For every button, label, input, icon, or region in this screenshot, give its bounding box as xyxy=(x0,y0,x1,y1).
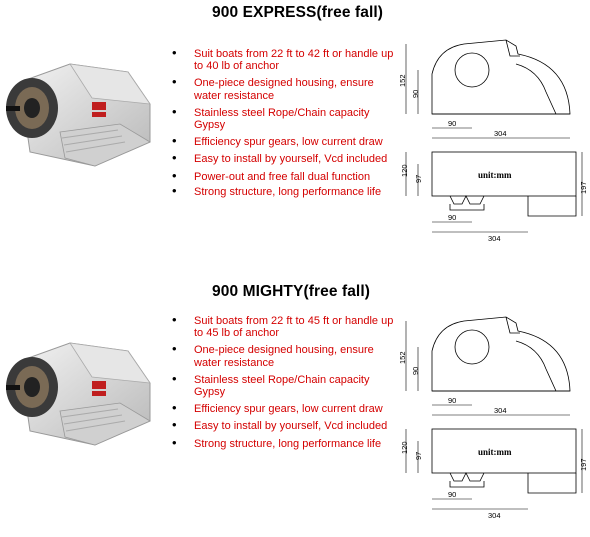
product-title: 900 EXPRESS(free fall) xyxy=(212,4,384,21)
feature-item: Easy to install by yourself, Vcd include… xyxy=(170,152,400,165)
dim-height-total: 152 xyxy=(398,74,407,87)
product-section-express: 900 EXPRESS(free fall) Suit boats from 2… xyxy=(0,4,590,266)
dim-overall-height: 197 xyxy=(579,458,588,471)
windlass-photo xyxy=(6,63,151,167)
feature-list: Suit boats from 22 ft to 45 ft or handle… xyxy=(170,314,400,455)
dim-drum-offset: 90 xyxy=(448,119,456,128)
feature-item: Strong structure, long performance life xyxy=(170,437,400,450)
feature-item: One-piece designed housing, ensure water… xyxy=(170,343,400,368)
feature-item: Power-out and free fall dual function xyxy=(170,170,400,183)
feature-item: Suit boats from 22 ft to 42 ft or handle… xyxy=(170,47,400,72)
dim-bottom-offset: 90 xyxy=(448,213,456,222)
dim-side-inner-height: 97 xyxy=(414,175,423,183)
feature-item: Stainless steel Rope/Chain capacity Gyps… xyxy=(170,373,400,398)
feature-item: One-piece designed housing, ensure water… xyxy=(170,76,400,101)
product-title: 900 MIGHTY(free fall) xyxy=(212,283,371,300)
dim-height-drum: 90 xyxy=(411,90,420,98)
dim-height-total: 152 xyxy=(398,351,407,364)
dim-bottom-offset: 90 xyxy=(448,490,456,499)
dimension-drawing: 152 90 90 304 120 97 197 unit:mm 90 304 xyxy=(398,39,588,243)
windlass-photo xyxy=(6,342,151,446)
dim-length: 304 xyxy=(494,129,507,138)
feature-list: Suit boats from 22 ft to 42 ft or handle… xyxy=(170,47,400,203)
dim-bottom-length: 304 xyxy=(488,234,501,243)
unit-label: unit:mm xyxy=(478,447,512,457)
dim-side-inner-height: 97 xyxy=(414,452,423,460)
dim-side-height: 120 xyxy=(400,441,409,454)
feature-item: Efficiency spur gears, low current draw xyxy=(170,402,400,415)
dim-length: 304 xyxy=(494,406,507,415)
product-section-mighty: 900 MIGHTY(free fall) Suit boats from 22… xyxy=(0,283,590,537)
dimension-drawing: 152 90 90 304 120 97 197 unit:mm 90 304 xyxy=(398,316,588,520)
dim-height-drum: 90 xyxy=(411,367,420,375)
unit-label: unit:mm xyxy=(478,170,512,180)
feature-item: Strong structure, long performance life xyxy=(170,185,400,198)
feature-item: Easy to install by yourself, Vcd include… xyxy=(170,419,400,432)
dim-side-height: 120 xyxy=(400,164,409,177)
feature-item: Stainless steel Rope/Chain capacity Gyps… xyxy=(170,106,400,131)
feature-item: Efficiency spur gears, low current draw xyxy=(170,135,400,148)
dim-overall-height: 197 xyxy=(579,181,588,194)
dim-drum-offset: 90 xyxy=(448,396,456,405)
feature-item: Suit boats from 22 ft to 45 ft or handle… xyxy=(170,314,400,339)
dim-bottom-length: 304 xyxy=(488,511,501,520)
